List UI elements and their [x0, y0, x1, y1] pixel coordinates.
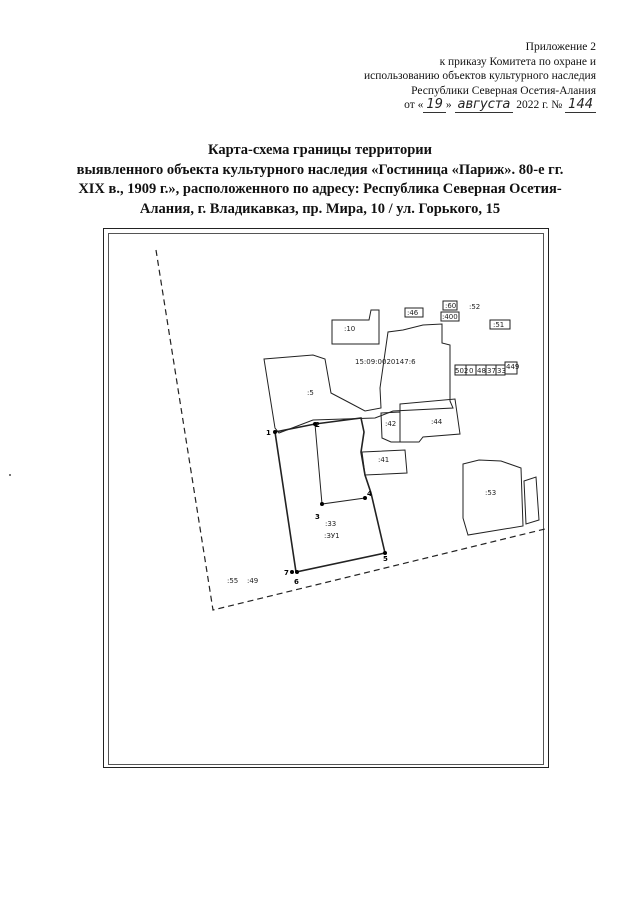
label-parcel-55: :55	[227, 577, 238, 585]
boundary-point-2	[313, 422, 317, 426]
label-parcel-10: :10	[344, 325, 355, 333]
parcel-51-outline	[489, 319, 511, 330]
title-line-3: XIX в., 1909 г.», расположенного по адре…	[78, 181, 562, 197]
label-parcel-42: :42	[385, 420, 396, 428]
point-label-7: 7	[284, 569, 289, 577]
label-parcel-46: :46	[407, 309, 419, 317]
order-day: 19	[423, 97, 446, 113]
title-line-1: Карта-схема границы территории	[208, 142, 432, 158]
label-parcel-60: :60	[445, 302, 456, 310]
label-row-6: 449	[506, 363, 519, 371]
order-mid: »	[445, 99, 452, 111]
label-row-2: 0	[469, 367, 473, 375]
small-parcel-row	[454, 361, 518, 376]
annex-header: Приложение 2 к приказу Комитета по охран…	[364, 40, 596, 113]
order-prefix: от «	[404, 99, 424, 111]
order-date-line: от «19» августа 2022 г. № 144	[364, 97, 596, 113]
point-label-4: 4	[367, 490, 372, 498]
label-parcel-5: :5	[307, 389, 314, 397]
point-label-6: 6	[294, 578, 299, 586]
label-parcel-400: :400	[442, 313, 458, 321]
cadastral-map: :10 :46 :60 :52 :400 :51 15:09:0020147:6…	[155, 249, 549, 611]
parcel-44-outline	[399, 398, 461, 443]
boundary-point-3	[320, 502, 324, 506]
point-label-2: 2	[315, 421, 320, 429]
parcel-46-outline	[404, 307, 424, 318]
margin-dot	[9, 474, 11, 476]
label-zu1: :ЗУ1	[324, 532, 340, 540]
label-row-3: 48	[477, 367, 486, 375]
internal-line	[314, 423, 366, 505]
point-label-1: 1	[266, 429, 271, 437]
boundary-point-4	[363, 496, 367, 500]
parcel-10-outline	[331, 309, 380, 345]
order-month: августа	[454, 97, 514, 113]
boundary-point-6	[295, 570, 299, 574]
boundary-point-1	[273, 430, 277, 434]
boundary-point-7	[290, 570, 294, 574]
parcel-400-outline	[440, 311, 460, 322]
annex-republic: Республики Северная Осетия-Алания	[411, 84, 596, 97]
label-parcel-49: :49	[247, 577, 258, 585]
point-label-3: 3	[315, 513, 320, 521]
order-year: 2022 г. №	[513, 99, 566, 111]
label-block-number: 15:09:0020147:6	[355, 358, 416, 366]
label-parcel-52: :52	[469, 303, 480, 311]
title-line-4: Алания, г. Владикавказ, пр. Мира, 10 / у…	[139, 200, 501, 217]
label-parcel-51: :51	[493, 321, 504, 329]
heritage-territory-boundary	[274, 417, 386, 573]
map-frame	[103, 228, 549, 768]
parcel-53-side	[523, 476, 540, 525]
map-frame-inner	[108, 233, 544, 765]
parcel-5-outline	[263, 323, 454, 434]
parcel-53-outline	[462, 459, 524, 536]
label-row-5: 33	[497, 367, 506, 375]
label-row-1: 502	[455, 367, 468, 375]
label-row-4: 37	[487, 367, 496, 375]
block-boundary	[155, 249, 549, 611]
label-parcel-53: :53	[485, 489, 496, 497]
label-parcel-33: :33	[325, 520, 336, 528]
label-parcel-41: :41	[378, 456, 389, 464]
label-parcel-44: :44	[431, 418, 443, 426]
annex-order-ref: к приказу Комитета по охране и	[439, 55, 596, 68]
parcel-60-outline	[442, 300, 458, 311]
order-number: 144	[565, 97, 596, 113]
point-label-5: 5	[383, 555, 388, 563]
annex-number: Приложение 2	[525, 41, 596, 53]
annex-committee: использованию объектов культурного насле…	[363, 70, 596, 82]
boundary-point-5	[383, 551, 387, 555]
parcel-42-outline	[380, 411, 401, 443]
document-title: Карта-схема границы территории выявленно…	[40, 141, 600, 219]
title-line-2: выявленного объекта культурного наследия…	[76, 161, 564, 178]
